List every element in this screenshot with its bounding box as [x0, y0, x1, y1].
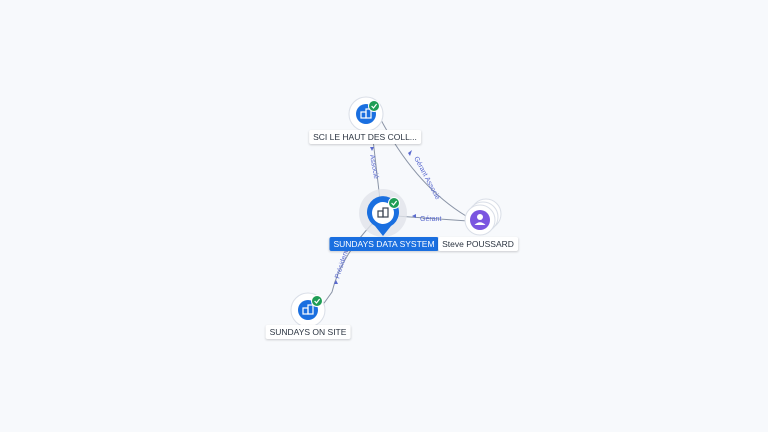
company-node-sundays-data-system[interactable] — [359, 189, 407, 237]
person-icon — [474, 214, 486, 225]
edge-steve-to-sundays-data — [395, 215, 469, 222]
edge-label-gerant: Gérant — [420, 216, 441, 223]
verified-check-icon — [368, 100, 380, 112]
edge-label-associe: Associé — [368, 154, 379, 179]
company-node-sci[interactable] — [348, 96, 384, 132]
company-node-sundays-on-site[interactable] — [290, 292, 326, 328]
building-icon — [360, 108, 372, 119]
node-label-sundays-on-site[interactable]: SUNDAYS ON SITE — [265, 325, 351, 339]
arrow-president — [334, 280, 338, 284]
node-label-sci[interactable]: SCI LE HAUT DES COLL... — [309, 130, 421, 144]
verified-check-icon — [311, 295, 323, 307]
edge-label-gerant-associe: Gérant Associé — [412, 156, 441, 201]
arrow-steve-gerant-associe — [408, 150, 412, 156]
arrow-steve-gerant — [412, 214, 416, 218]
person-node-steve-poussard[interactable] — [464, 198, 502, 236]
node-label-sundays-data-system[interactable]: SUNDAYS DATA SYSTEM — [329, 237, 439, 251]
verified-check-icon — [388, 197, 400, 209]
arrow-sci-associe — [370, 147, 374, 151]
node-label-steve-poussard[interactable]: Steve POUSSARD — [438, 237, 518, 251]
building-icon — [377, 207, 389, 218]
building-icon — [302, 304, 314, 315]
edge-sundays-data-to-site — [321, 223, 373, 307]
edge-label-president: Président — [334, 249, 350, 279]
